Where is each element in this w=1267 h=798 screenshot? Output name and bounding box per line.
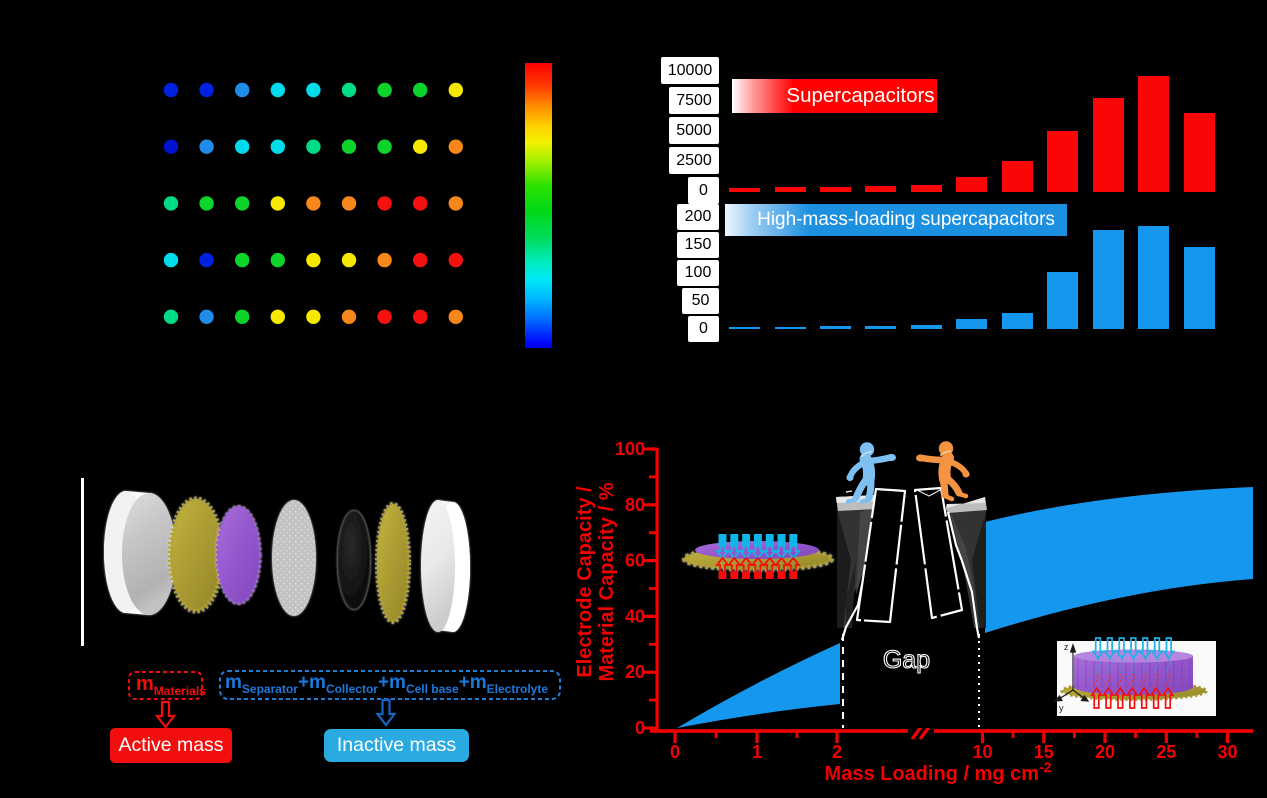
svg-text:2: 2 — [832, 742, 842, 762]
svg-text:mSeparator+mCollector+mCell ba: mSeparator+mCollector+mCell base+mElectr… — [225, 672, 548, 696]
svg-text:0: 0 — [635, 718, 645, 738]
svg-text:mMaterials: mMaterials — [136, 673, 206, 698]
svg-text:Gap: Gap — [883, 646, 930, 674]
svg-text:20: 20 — [625, 662, 645, 682]
svg-text:15: 15 — [1034, 742, 1054, 762]
svg-text:80: 80 — [625, 495, 645, 515]
svg-text:Mass Loading / mg cm-2: Mass Loading / mg cm-2 — [825, 759, 1052, 785]
svg-text:40: 40 — [625, 606, 645, 626]
svg-text:Electrode Capacity /: Electrode Capacity / — [574, 486, 596, 678]
svg-text:20: 20 — [1095, 742, 1115, 762]
svg-text:60: 60 — [625, 551, 645, 571]
svg-text:10: 10 — [972, 742, 992, 762]
svg-text:100: 100 — [615, 439, 645, 459]
svg-text:30: 30 — [1217, 742, 1237, 762]
svg-text:z: z — [1064, 642, 1069, 652]
svg-text:0: 0 — [670, 742, 680, 762]
svg-text:1: 1 — [752, 742, 762, 762]
svg-text:25: 25 — [1156, 742, 1176, 762]
svg-text:Material Capacity / %: Material Capacity / % — [596, 482, 618, 681]
svg-text:y: y — [1059, 703, 1064, 713]
